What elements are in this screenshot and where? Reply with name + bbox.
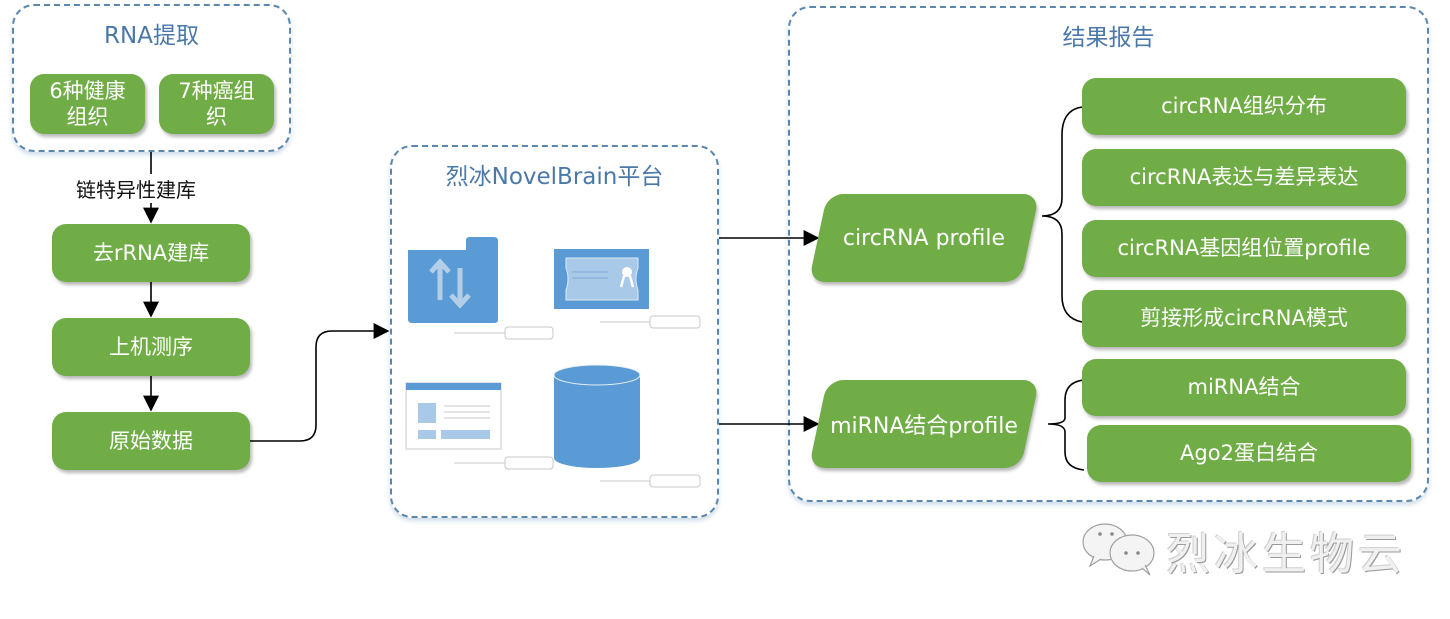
cancer-tissue-box: 7种癌组织 [159,74,274,134]
window-icon [405,382,502,450]
result-mirna-binding: miRNA结合 [1082,359,1406,416]
pipeline-step-sequencing: 上机测序 [52,318,250,376]
server-tags [454,315,701,488]
edge-label-strand-specific: 链特异性建库 [76,174,196,203]
result-circrna-tissue-distribution: circRNA组织分布 [1082,78,1406,135]
certificate-icon [554,249,649,309]
pipeline-step-raw-data: 原始数据 [52,412,250,470]
watermark-text: 烈冰生物云 [1166,529,1406,580]
result-circrna-splicing-mode: 剪接形成circRNA模式 [1082,290,1406,347]
mirna-profile-label: miRNA结合profile [830,414,1018,439]
group-platform: 烈冰NovelBrain平台 [390,145,719,518]
group-title: 烈冰NovelBrain平台 [445,164,664,190]
group-results: 结果报告 [788,6,1429,502]
circrna-profile-label: circRNA profile [842,225,1006,251]
group-title: RNA提取 [104,23,199,49]
connector-rawdata-to-platform [250,323,390,442]
database-icon [553,364,641,468]
brace-circrna [1041,106,1083,323]
mirna-profile-box: miRNA结合profile [808,380,1040,468]
group-rna-extraction: RNA提取 [12,4,291,152]
circrna-profile-box: circRNA profile [808,194,1040,282]
pipeline-step-rrna-removal: 去rRNA建库 [52,224,250,282]
result-ago2-binding: Ago2蛋白结合 [1087,425,1411,482]
result-circrna-expression: circRNA表达与差异表达 [1082,149,1406,206]
result-circrna-genomic-location: circRNA基因组位置profile [1082,220,1406,277]
healthy-tissue-box: 6种健康组织 [30,74,145,134]
group-title: 结果报告 [1062,25,1155,51]
brace-mirna [1047,379,1085,471]
folder-transfer-icon [408,237,498,323]
